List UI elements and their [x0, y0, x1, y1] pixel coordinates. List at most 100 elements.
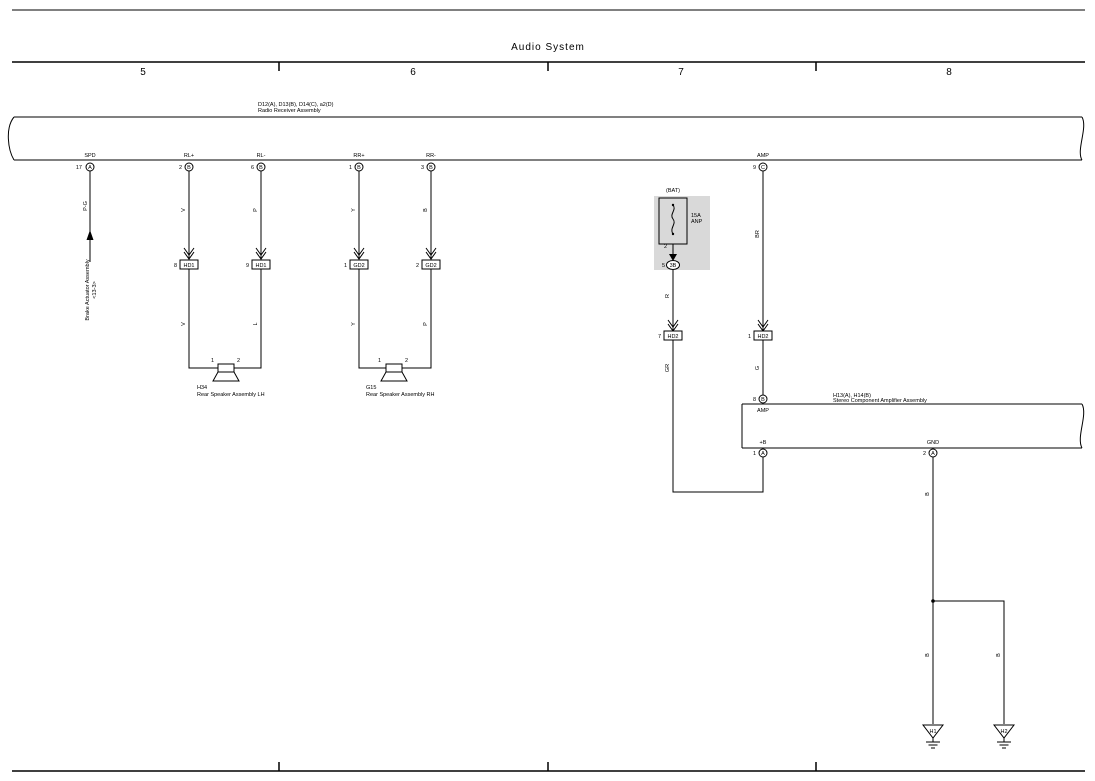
radio-pin-rr-minus: RR- 3 B: [421, 153, 436, 172]
speaker-id: H34: [197, 385, 207, 391]
connector-gd2-pin2: 2 GD2: [416, 259, 441, 270]
pin-letter: B: [259, 165, 263, 171]
radio-pin-rr-plus: RR+ 1 B: [349, 153, 365, 172]
connector-pin: 1: [344, 263, 347, 269]
fuse-source: (BAT): [666, 188, 680, 194]
speaker-pin: 1: [211, 358, 214, 364]
radio-receiver-box: [7, 116, 1085, 161]
pin-number: 2: [179, 165, 182, 171]
amp-assembly-name: Stereo Component Amplifier Assembly: [833, 398, 927, 404]
connector-pin: 8: [174, 263, 177, 269]
pin-number: 8: [753, 397, 756, 403]
connector-hd1-pin9: 9 HD1: [246, 259, 271, 270]
speaker-name: Rear Speaker Assembly RH: [366, 392, 434, 398]
connector-pin: 9: [246, 263, 249, 269]
radio-pin-rl-minus: RL- 6 B: [251, 153, 266, 172]
speaker-pin: 1: [378, 358, 381, 364]
pin-name: RL+: [184, 153, 194, 159]
wire-color-label: B: [925, 653, 931, 657]
connector-gd2-pin1: 1 GD2: [344, 259, 369, 270]
wire-color-label: B: [996, 653, 1002, 657]
rl-speaker-wiring: V L: [181, 269, 262, 369]
pin-number: 3: [421, 165, 424, 171]
speaker-pin: 2: [405, 358, 408, 364]
wire-color-label: P: [253, 208, 259, 212]
amp-pin-gnd: 2 A: [923, 448, 938, 458]
pin-letter: A: [761, 451, 765, 457]
pin-number: 1: [349, 165, 352, 171]
pin-number: 17: [76, 165, 82, 171]
wire-color-label: V: [181, 208, 187, 212]
speaker-rh-symbol: 1 2 G15 Rear Speaker Assembly RH: [366, 358, 434, 398]
radio-assembly-codes: D12(A), D13(B), D14(C), a2(D): [258, 102, 334, 108]
amplifier-box: [741, 403, 1085, 449]
junction-pin-number: 5: [662, 263, 665, 269]
wire-color-label: G: [755, 366, 761, 370]
spd-wire: P-G Brake Actuator Assembly <13-3>: [83, 171, 98, 321]
amp-assembly-codes: H13(A), H14(B): [833, 393, 871, 399]
wire-color-label: P-G: [83, 201, 89, 211]
connector-pin: 7: [658, 334, 661, 340]
ground-wiring: B B B: [925, 457, 1005, 724]
rr-wiring: Y B: [351, 171, 437, 260]
connector-hd1-pin8: 8 HD1: [174, 259, 199, 270]
rl-wiring: V P: [181, 171, 267, 260]
connector-name: GD2: [353, 263, 364, 269]
column-number: 5: [140, 67, 146, 78]
connector-name: HD1: [255, 263, 266, 269]
fuse-rating: 15A: [691, 213, 701, 219]
ground-point-h1: H1: [921, 724, 945, 749]
amp-pin-name: GND: [927, 440, 939, 446]
radio-pin-spd: SPD 17 A: [76, 153, 96, 172]
fuse-pin: 2: [664, 244, 667, 250]
pin-name: SPD: [84, 153, 95, 159]
connector-name: HD1: [183, 263, 194, 269]
pin-name: AMP: [757, 153, 769, 159]
pin-letter: B: [357, 165, 361, 171]
brake-actuator-ref: <13-3>: [92, 281, 98, 298]
wire-color-label: GR: [665, 364, 671, 372]
column-number: 7: [678, 67, 684, 78]
wire-color-label: B: [925, 492, 931, 496]
hd2-to-amp-wire: G: [755, 340, 764, 395]
fuse-junction-block: (BAT) 15A ANP 2 5 3B: [654, 188, 710, 270]
pin-number: 9: [753, 165, 756, 171]
ground-label: H1: [929, 729, 936, 735]
wire-color-label: Y: [351, 208, 357, 212]
pin-name: RL-: [257, 153, 266, 159]
amp-pin-amp: 8 B: [753, 394, 768, 404]
wire-color-label: BR: [755, 230, 761, 238]
brake-actuator-label: Brake Actuator Assembly: [85, 259, 91, 320]
amp-wire: BR: [755, 171, 769, 332]
amp-pin-name: +B: [760, 440, 767, 446]
wire-color-label: P: [423, 322, 429, 326]
ground-label: H2: [1000, 729, 1007, 735]
wire-color-label: V: [181, 322, 187, 326]
gr-wire: GR: [665, 340, 764, 493]
column-number: 8: [946, 67, 952, 78]
speaker-pin: 2: [237, 358, 240, 364]
fuse-to-hd2-wire: R: [665, 270, 679, 332]
connector-hd2-pin7: 7 HD2: [658, 330, 683, 341]
diagram-title: Audio System: [511, 42, 585, 53]
pin-letter: C: [761, 165, 765, 171]
pin-name: RR+: [353, 153, 364, 159]
pin-number: 2: [923, 451, 926, 457]
pin-letter: B: [187, 165, 191, 171]
ground-point-h2: H2: [992, 724, 1016, 749]
radio-pin-amp: AMP 9 C: [753, 153, 769, 172]
connector-hd2-pin1: 1 HD2: [748, 330, 773, 341]
amp-pin-name: AMP: [757, 408, 769, 414]
wire-color-label: R: [665, 294, 671, 298]
connector-pin: 2: [416, 263, 419, 269]
connector-name: HD2: [667, 334, 678, 340]
wire-color-label: L: [253, 322, 259, 325]
wire-color-label: B: [423, 208, 429, 212]
column-number: 6: [410, 67, 416, 78]
pin-number: 1: [753, 451, 756, 457]
fuse-name: ANP: [691, 219, 703, 225]
connector-name: HD2: [757, 334, 768, 340]
radio-pin-rl-plus: RL+ 2 B: [179, 153, 194, 172]
wire-color-label: Y: [351, 322, 357, 326]
